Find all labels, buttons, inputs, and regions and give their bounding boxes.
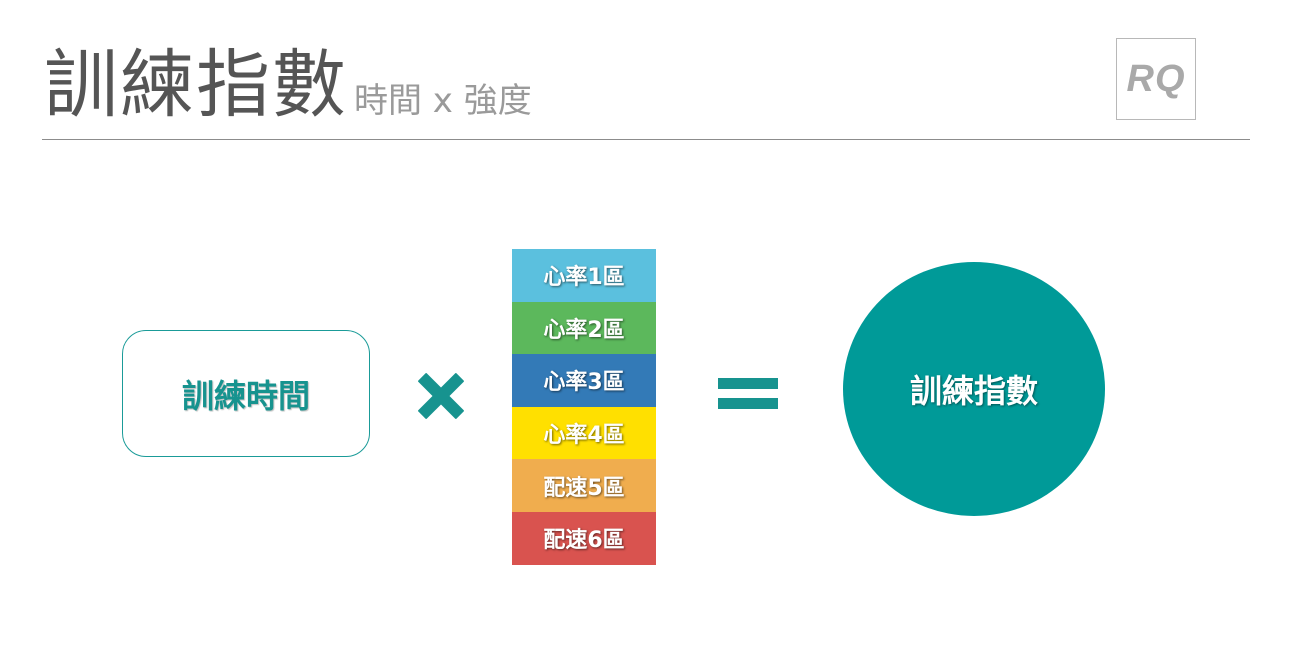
zone-1-label: 心率1區 <box>543 265 625 291</box>
zone-6: 配速6區 <box>512 511 656 565</box>
zone-3: 心率3區 <box>512 354 656 407</box>
zone-1: 心率1區 <box>512 249 656 302</box>
page-subtitle: 時間 x 強度 <box>354 81 532 121</box>
intensity-zone-stack: 心率1區 心率2區 心率3區 心率4區 配速5區 配速6區 <box>512 249 656 565</box>
times-icon <box>418 373 464 419</box>
zone-4: 心率4區 <box>512 406 656 460</box>
zone-4-label: 心率4區 <box>543 423 625 449</box>
zone-2-label: 心率2區 <box>543 317 625 343</box>
zone-3-label: 心率3區 <box>543 370 625 396</box>
training-time-label: 訓練時間 <box>181 376 310 415</box>
zone-5: 配速5區 <box>512 459 656 512</box>
zone-5-label: 配速5區 <box>543 475 625 501</box>
header-divider <box>42 139 1250 140</box>
page-title: 訓練指數 <box>44 42 348 128</box>
zone-2: 心率2區 <box>512 301 656 355</box>
rq-logo: RQ <box>1116 38 1196 120</box>
training-index-circle: 訓練指數 <box>843 262 1105 516</box>
training-index-label: 訓練指數 <box>909 372 1038 410</box>
training-time-box: 訓練時間 <box>122 330 370 457</box>
zone-6-label: 配速6區 <box>543 528 625 554</box>
equals-icon <box>718 378 778 409</box>
